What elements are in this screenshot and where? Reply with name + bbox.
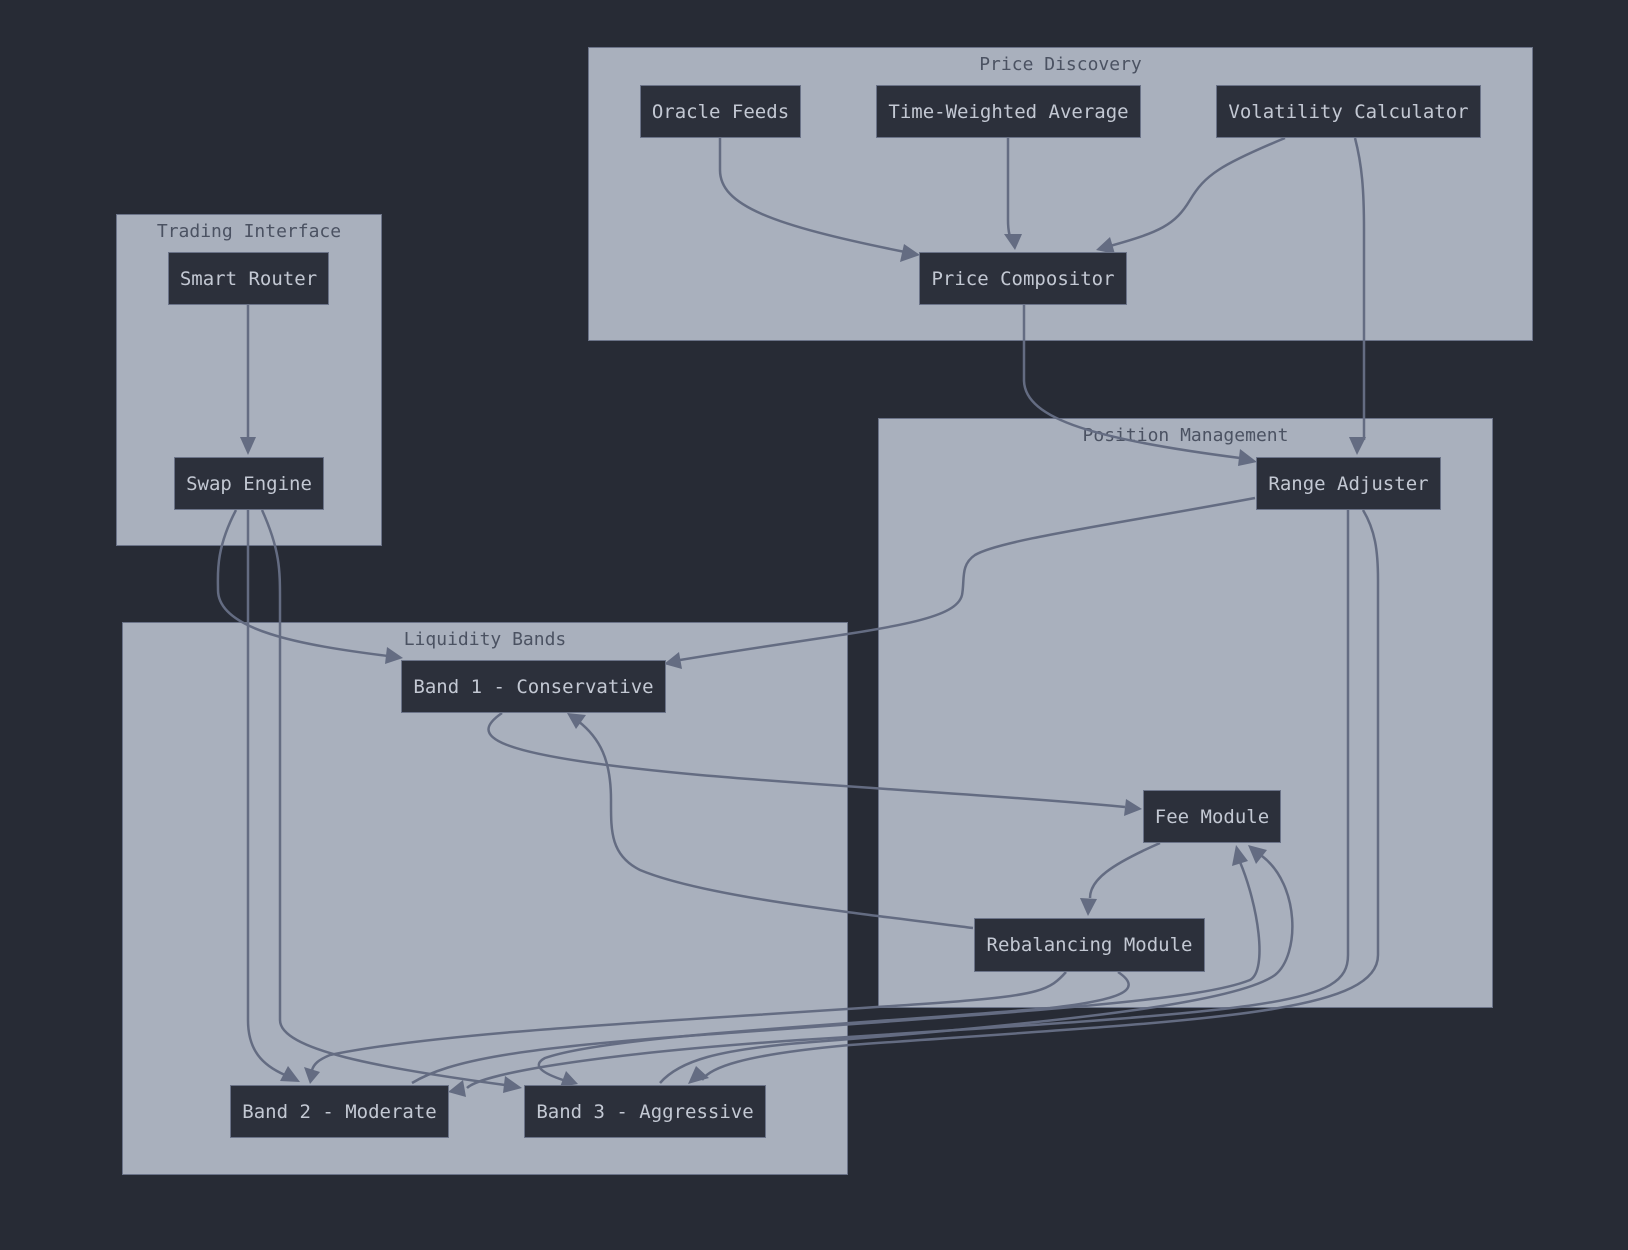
edge-oracle-feeds-to-price-compositor xyxy=(718,138,920,262)
node-smart-router[interactable]: Smart Router xyxy=(168,252,329,305)
node-swap-engine[interactable]: Swap Engine xyxy=(174,457,324,510)
edge-swap-engine-to-band-3 xyxy=(260,509,522,1093)
edge-volatility-calculator-to-range-adjuster xyxy=(1349,137,1366,455)
node-time-weighted-average[interactable]: Time-Weighted Average xyxy=(876,85,1141,138)
edge-price-compositor-to-range-adjuster xyxy=(1022,305,1257,466)
node-fee-module[interactable]: Fee Module xyxy=(1143,790,1281,843)
node-rebalancing-module[interactable]: Rebalancing Module xyxy=(974,918,1205,972)
edge-rebalancing-module-to-band-1 xyxy=(567,713,974,930)
cluster-label-price-discovery: Price Discovery xyxy=(979,54,1142,75)
cluster-label-liquidity-bands: Liquidity Bands xyxy=(403,629,567,650)
edge-swap-engine-to-band-2 xyxy=(246,510,300,1082)
cluster-label-trading-interface: Trading Interface xyxy=(156,221,342,242)
edge-rebalancing-module-to-band-2 xyxy=(304,971,1067,1084)
node-range-adjuster[interactable]: Range Adjuster xyxy=(1256,457,1441,510)
edge-range-adjuster-to-band-1 xyxy=(664,496,1256,669)
cluster-position-management: Position Management xyxy=(878,418,1493,1008)
edge-band-3-to-fee-module xyxy=(659,845,1294,1084)
node-band-1-conservative[interactable]: Band 1 - Conservative xyxy=(401,660,666,713)
node-band-3-aggressive[interactable]: Band 3 - Aggressive xyxy=(524,1085,766,1138)
node-volatility-calculator[interactable]: Volatility Calculator xyxy=(1216,85,1481,138)
edge-twap-to-price-compositor xyxy=(1004,138,1022,250)
node-oracle-feeds[interactable]: Oracle Feeds xyxy=(640,85,801,138)
edge-fee-module-to-rebalancing-module xyxy=(1080,841,1161,916)
edge-swap-engine-to-band-1 xyxy=(216,509,403,664)
edge-volatility-calculator-to-price-compositor xyxy=(1096,136,1286,254)
edge-range-adjuster-to-band-3 xyxy=(688,509,1380,1084)
edge-rebalancing-module-to-band-3 xyxy=(537,970,1130,1087)
node-price-compositor[interactable]: Price Compositor xyxy=(919,252,1127,305)
edge-band-1-to-fee-module xyxy=(487,711,1142,816)
edge-smart-router-to-swap-engine xyxy=(240,305,256,455)
node-band-2-moderate[interactable]: Band 2 - Moderate xyxy=(230,1085,449,1138)
